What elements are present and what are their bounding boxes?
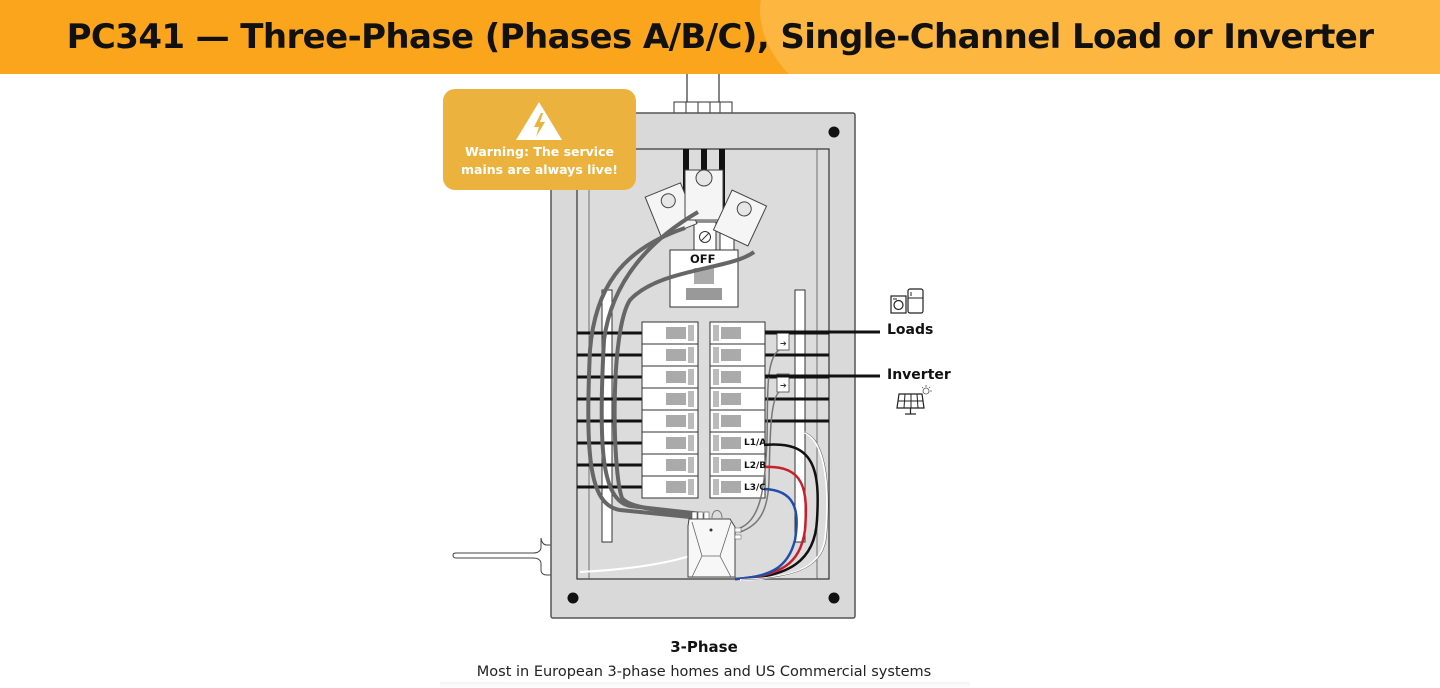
title-banner: PC341 — Three-Phase (Phases A/B/C), Sing… [0,0,1440,74]
pc341-monitor-device [687,510,742,578]
solar-panel-icon [896,385,932,415]
warning-callout: Warning: The service mains are always li… [443,89,636,190]
panel-screw [828,126,840,138]
panel-interior [576,148,830,580]
conduit [673,74,733,114]
main-breaker-label: OFF [690,252,716,266]
svg-text:➔: ➔ [780,339,787,348]
svg-text:➔: ➔ [780,381,787,390]
ct-clamps [644,169,768,247]
washer-fridge-icon [890,288,924,314]
warning-text: Warning: The service mains are always li… [443,143,636,179]
high-voltage-warning-icon [516,102,562,140]
inverter-label: Inverter [887,367,951,383]
breaker-right [709,387,766,411]
breaker-right [709,409,766,433]
breaker-right [709,431,766,455]
phase-wire-c [734,487,798,581]
breaker-right [709,321,766,345]
neutral-bar-right [794,289,806,543]
breaker-left [641,431,699,455]
warning-text-line-2: mains are always live! [460,162,619,177]
breaker-left [641,453,699,477]
phase-label-c: L3/C [744,483,766,493]
breaker-left [641,409,699,433]
loads-label: Loads [887,322,934,338]
breaker-left [641,475,699,499]
branch-ct-loads: ➔ [776,331,790,351]
right-breaker-column [709,321,766,499]
ground-rod [452,537,552,576]
phase-label-a: L1/A [744,438,767,448]
breaker-left [641,365,699,389]
breaker-left [641,321,699,345]
breaker-left [641,387,699,411]
phase-label-b: L2/B [744,461,767,471]
branch-ct-inverter: ➔ [776,373,790,393]
caption-shadow [440,682,970,688]
page-title: PC341 — Three-Phase (Phases A/B/C), Sing… [66,17,1374,57]
breaker-right [709,475,766,499]
banner-decoration [760,0,1440,74]
breaker-right [709,365,766,389]
phase-wire-a [734,443,819,581]
breaker-right [709,343,766,367]
panel-screw [828,592,840,604]
caption-subtitle: Most in European 3-phase homes and US Co… [476,664,932,680]
ct-lead-wires [586,210,756,520]
left-breaker-column [641,321,699,499]
panel-screw [567,592,579,604]
warning-text-line-1: Warning: The service [465,144,614,159]
caption-title: 3-Phase [670,638,738,656]
breaker-left [641,343,699,367]
